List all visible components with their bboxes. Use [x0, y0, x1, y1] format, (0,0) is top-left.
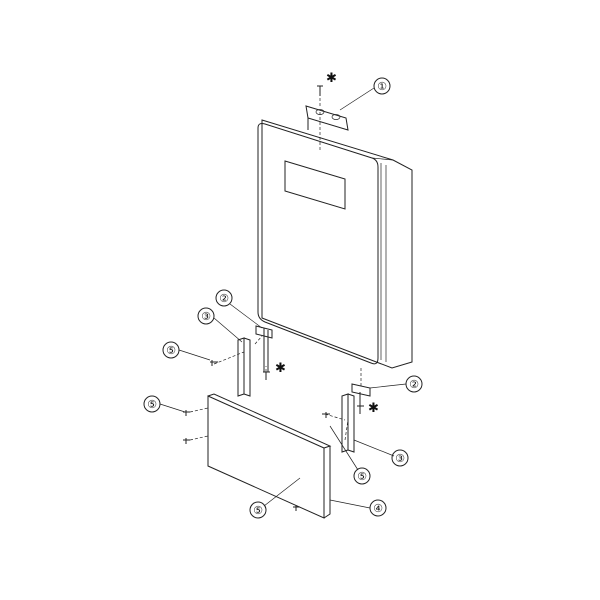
callout-c1: ①: [373, 77, 391, 95]
svg-text:⑤: ⑤: [253, 504, 263, 517]
screw-top: [317, 85, 323, 96]
leader-lines: [159, 87, 407, 509]
top-bracket: [305, 85, 349, 150]
asterisk-left: ✱: [275, 361, 286, 376]
callout-c3b: ③: [391, 449, 409, 467]
callout-c5b: ⑤: [143, 395, 161, 413]
callout-c2a: ②: [215, 289, 233, 307]
callout-c4: ④: [369, 499, 387, 517]
callout-c5d: ⑤: [249, 501, 267, 519]
asterisk-top: ✱: [326, 71, 337, 86]
callout-c2b: ②: [405, 375, 423, 393]
screw-right-bracket: [322, 412, 330, 418]
screw-panel-right: [293, 505, 300, 511]
svg-text:②: ②: [409, 378, 419, 391]
svg-text:②: ②: [219, 292, 229, 305]
screw-panel-left-top: [183, 410, 190, 416]
svg-text:③: ③: [395, 452, 405, 465]
heater-unit: [257, 119, 413, 369]
cover-panel: [183, 393, 332, 519]
screw-right-bracket-bottom: [357, 405, 364, 414]
right-bracket-assembly: [322, 368, 371, 453]
screw-left-bracket-bottom: [263, 371, 270, 380]
svg-text:①: ①: [377, 80, 387, 93]
svg-text:④: ④: [373, 502, 383, 515]
svg-text:⑤: ⑤: [357, 470, 367, 483]
callout-c5a: ⑤: [162, 341, 180, 359]
svg-text:⑤: ⑤: [147, 398, 157, 411]
svg-text:③: ③: [201, 310, 211, 323]
asterisk-right: ✱: [368, 401, 379, 416]
left-bracket-assembly: [210, 325, 273, 397]
screw-panel-left: [183, 438, 190, 444]
display-window: [284, 160, 346, 210]
screw-left-bracket: [210, 360, 218, 366]
svg-text:⑤: ⑤: [166, 344, 176, 357]
callout-c5c: ⑤: [353, 467, 371, 485]
callout-c3a: ③: [197, 307, 215, 325]
